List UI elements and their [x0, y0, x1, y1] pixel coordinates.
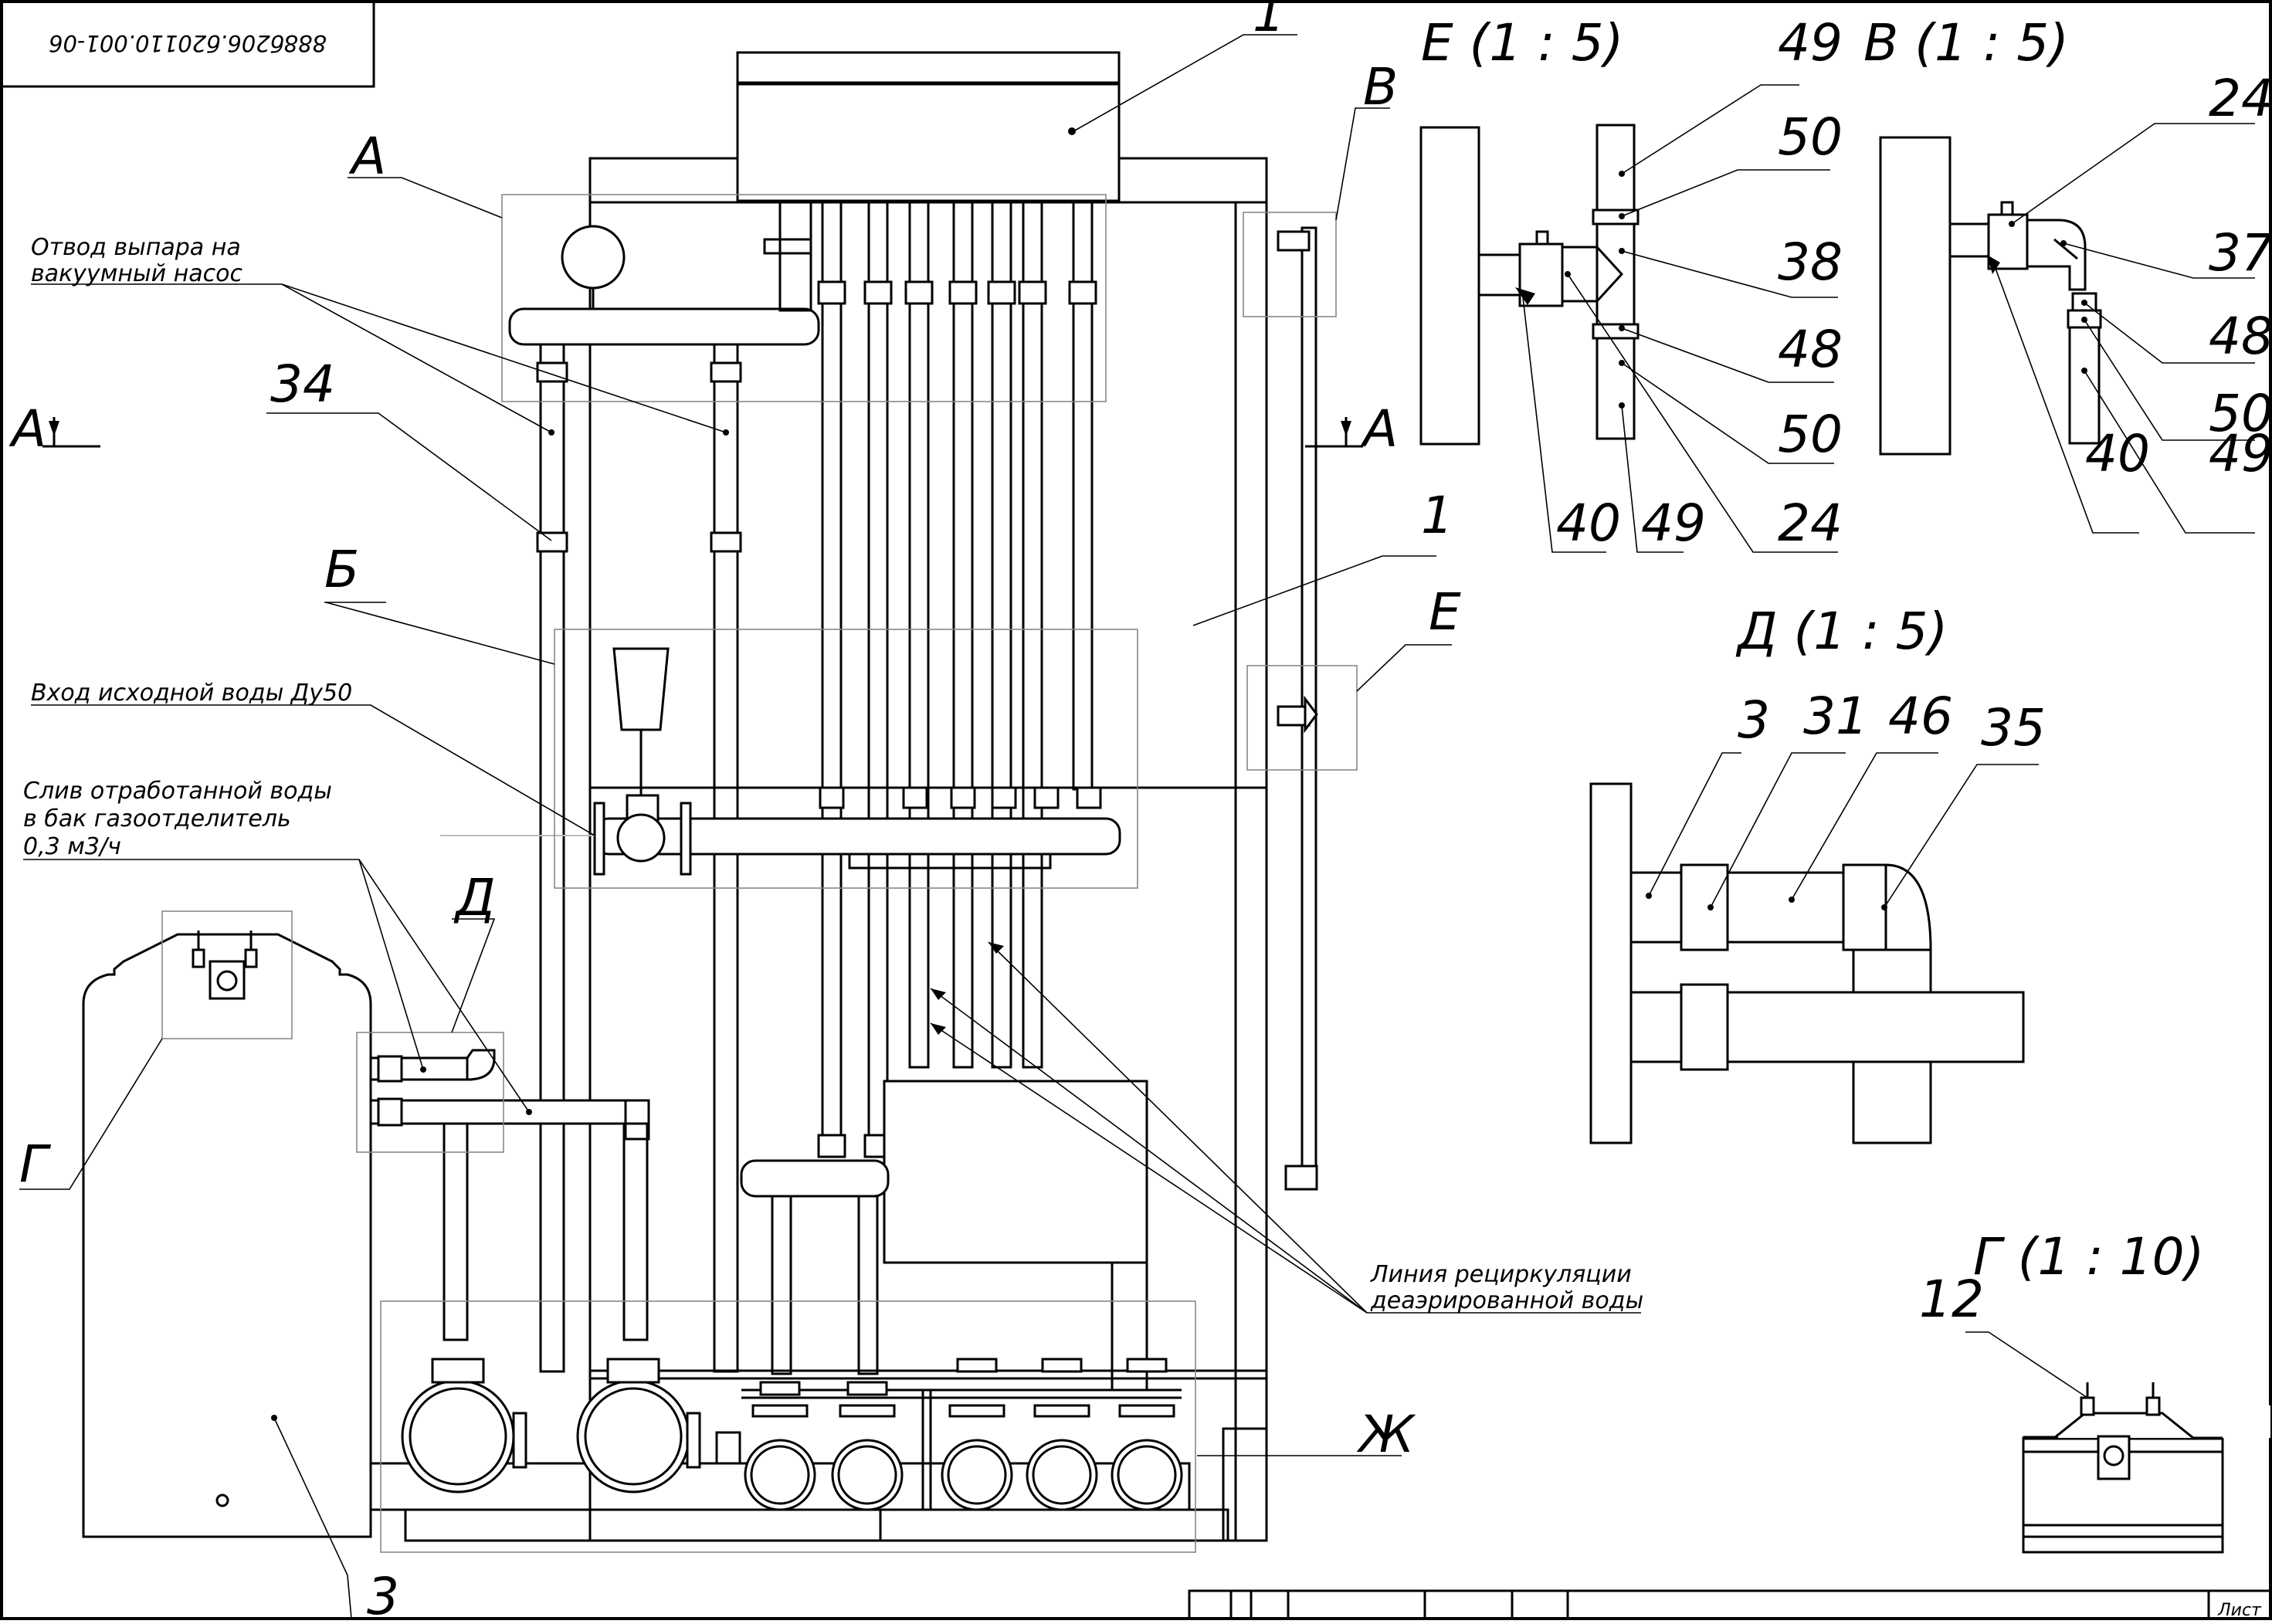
detail-D-callout-46: 46	[1888, 687, 1953, 746]
drawing-number: 888б206.б20110.001-06	[49, 30, 327, 56]
detail-G-title: Г (1 : 10)	[1973, 1227, 2204, 1287]
control-cabinet	[736, 51, 1121, 202]
recirculation-collector	[740, 1080, 1148, 1390]
recirculation-note-line1: Линия рециркуляции	[1370, 1261, 1632, 1288]
section-frames	[161, 194, 1358, 1553]
detail-D-callout-3: 3	[1738, 690, 1770, 750]
detail-D	[1589, 752, 2039, 1144]
section-mark-A-right: А	[1360, 399, 1398, 459]
callout-1-top: 1	[1253, 0, 1285, 43]
drain-note-line1: Слив отработанной воды	[23, 778, 332, 805]
section-mark-A: А	[348, 127, 386, 186]
detail-E	[1419, 84, 1838, 553]
callout-1-mid: 1	[1421, 486, 1453, 545]
detail-G	[1965, 1331, 2270, 1554]
vapor-note-line1: Отвод выпара на	[31, 234, 241, 261]
detail-E-callout-40: 40	[1556, 493, 1621, 553]
section-mark-A-left: А	[8, 399, 46, 459]
frame-mark-B: Б	[324, 540, 359, 599]
deaerator-tubes	[817, 201, 1097, 1158]
drain-note-line3: 0,3 м3/ч	[23, 833, 121, 860]
inlet-note: Вход исходной воды Ду50	[31, 680, 352, 707]
detail-D-callout-31: 31	[1803, 687, 1868, 746]
detail-V-callout-50: 50	[2209, 384, 2272, 443]
detail-D-title: Д (1 : 5)	[1735, 602, 1948, 661]
detail-E-callout-38: 38	[1778, 232, 1843, 292]
detail-V-callout-37: 37	[2209, 223, 2272, 283]
inlet-header	[440, 647, 1121, 876]
right-bypass-pipe	[1277, 226, 1318, 1191]
drawing-number-stamp: 888б206.б20110.001-06	[0, 0, 375, 88]
detail-E-callout-49-bottom: 49	[1641, 493, 1706, 553]
recirculation-note-line2: деаэрированной воды	[1370, 1287, 1643, 1314]
detail-E-callout-50-top: 50	[1778, 107, 1843, 167]
pump-skid	[369, 1358, 1229, 1542]
detail-V-callout-49: 49	[2209, 424, 2272, 483]
detail-V-callout-48: 48	[2209, 307, 2272, 366]
detail-D-callout-35: 35	[1981, 698, 2046, 758]
detail-E-title: Е (1 : 5)	[1421, 13, 1623, 73]
section-mark-V: В	[1363, 57, 1398, 117]
section-mark-E: Е	[1429, 582, 1461, 642]
tank-inlet-piping	[369, 1049, 650, 1341]
section-mark-Zh: Ж	[1356, 1405, 1416, 1464]
vapor-header	[508, 201, 820, 1373]
sheet-label: Лист	[2217, 1601, 2262, 1620]
detail-E-callout-49-top: 49	[1778, 13, 1843, 73]
callout-34: 34	[270, 354, 335, 414]
title-block: Лист	[1188, 1589, 2270, 1620]
detail-G-callout-12: 12	[1919, 1270, 1984, 1329]
detail-V	[1879, 123, 2255, 534]
leader-lines	[19, 34, 1641, 1619]
detail-V-callout-40: 40	[2085, 424, 2150, 483]
section-mark-D: Д	[453, 868, 496, 927]
detail-E-callout-24: 24	[1778, 493, 1843, 553]
vapor-note-line2: вакуумный насос	[31, 260, 243, 287]
detail-E-callout-50-bottom: 50	[1778, 405, 1843, 464]
detail-V-title: В (1 : 5)	[1863, 13, 2069, 73]
callout-3: 3	[367, 1567, 399, 1620]
drain-note-line2: в бак газоотделитель	[23, 805, 291, 832]
section-mark-G: Г	[19, 1134, 52, 1194]
detail-E-callout-48: 48	[1778, 320, 1843, 379]
storage-tank	[82, 931, 372, 1538]
detail-V-callout-24: 24	[2209, 69, 2272, 128]
